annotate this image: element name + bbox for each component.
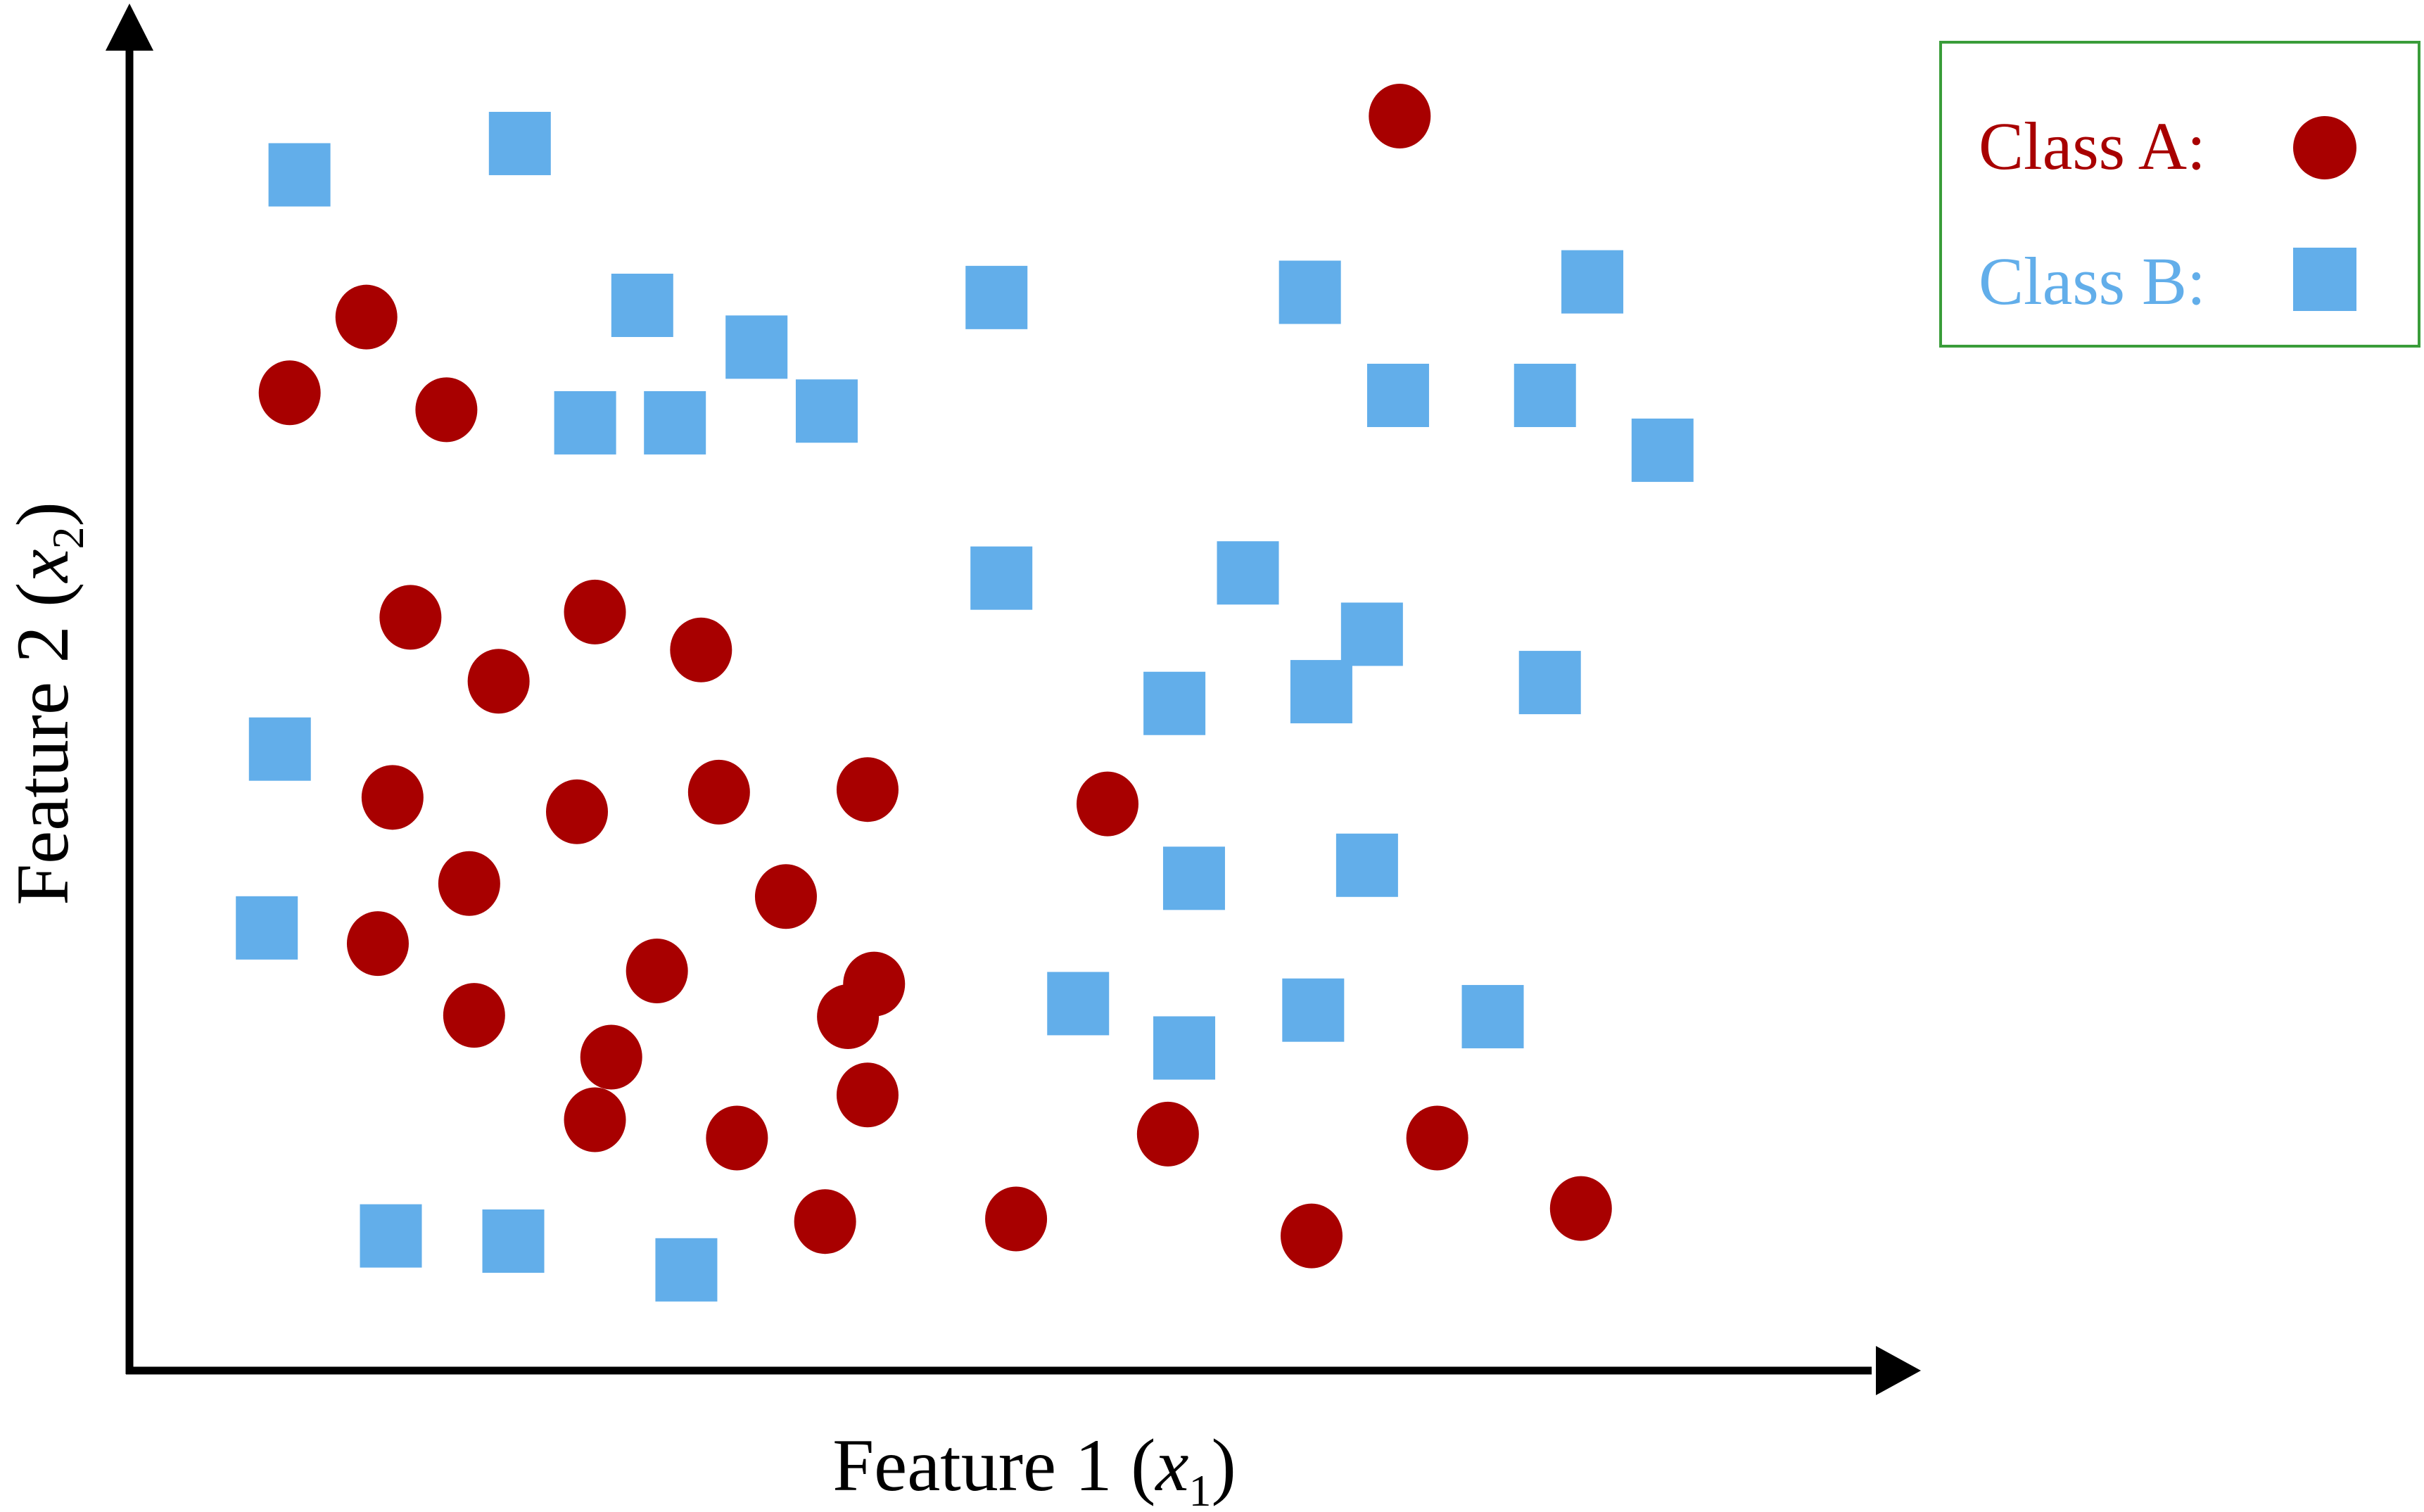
points-layer: [236, 84, 1694, 1302]
point-class-b-2: [488, 111, 551, 175]
point-class-b-14: [970, 546, 1033, 610]
point-class-a-26: [1406, 1105, 1468, 1171]
point-class-a-14: [438, 851, 500, 916]
point-class-b-29: [482, 1209, 545, 1273]
point-class-b-4: [725, 315, 788, 379]
y-axis-title: Feature 2 (x2): [1, 502, 93, 906]
point-class-a-20: [817, 984, 880, 1049]
point-class-a-1: [1369, 84, 1431, 149]
point-class-b-10: [795, 379, 858, 443]
point-class-b-13: [1631, 418, 1694, 482]
point-class-a-24: [706, 1105, 768, 1171]
point-class-a-11: [687, 759, 750, 825]
point-class-a-10: [546, 779, 608, 844]
point-class-a-13: [1077, 771, 1138, 837]
point-class-b-20: [248, 717, 311, 781]
point-class-b-1: [268, 143, 331, 207]
point-class-a-4: [415, 377, 478, 443]
point-class-a-7: [670, 617, 732, 682]
x-axis-title: Feature 1 (x1): [832, 1424, 1236, 1512]
point-class-a-27: [794, 1189, 856, 1254]
point-class-a-16: [346, 911, 409, 977]
point-class-a-8: [467, 649, 530, 714]
point-class-a-23: [564, 1087, 626, 1152]
point-class-b-27: [1153, 1016, 1216, 1080]
point-class-b-16: [1340, 602, 1403, 666]
point-class-a-17: [626, 939, 688, 1004]
point-class-b-15: [1217, 541, 1279, 605]
point-class-b-17: [1143, 671, 1206, 735]
point-class-b-25: [1282, 978, 1345, 1042]
point-class-a-3: [258, 360, 321, 426]
point-class-a-30: [1549, 1176, 1612, 1241]
point-class-b-30: [655, 1238, 718, 1302]
point-class-b-26: [1461, 984, 1524, 1048]
point-class-b-21: [1162, 846, 1225, 910]
point-class-b-28: [360, 1204, 422, 1268]
legend-square-icon: [2293, 248, 2356, 311]
point-class-b-3: [611, 273, 673, 337]
point-class-b-22: [1335, 833, 1398, 897]
point-class-a-28: [985, 1186, 1048, 1252]
point-class-a-21: [580, 1024, 642, 1090]
point-class-a-9: [361, 765, 424, 830]
point-class-b-23: [236, 896, 298, 960]
point-class-b-9: [644, 390, 706, 455]
point-class-a-22: [836, 1062, 899, 1128]
point-class-a-15: [754, 864, 817, 929]
legend-label-class-b: Class B:: [1979, 243, 2206, 319]
point-class-a-2: [335, 284, 398, 350]
point-class-b-19: [1518, 651, 1581, 715]
point-class-a-12: [836, 757, 899, 822]
point-class-a-5: [379, 585, 442, 650]
point-class-a-19: [443, 983, 505, 1048]
point-class-b-6: [1278, 260, 1341, 324]
point-class-a-6: [564, 579, 626, 644]
point-class-b-7: [1561, 250, 1624, 314]
point-class-b-11: [1366, 363, 1429, 427]
point-class-b-12: [1514, 363, 1576, 427]
y-axis-arrowhead: [106, 4, 153, 51]
legend-label-class-a: Class A:: [1979, 108, 2206, 184]
point-class-b-18: [1290, 660, 1352, 724]
point-class-a-25: [1136, 1101, 1199, 1167]
legend: Class A: Class B:: [1939, 41, 2420, 348]
x-axis-arrowhead: [1876, 1346, 1921, 1395]
point-class-a-29: [1281, 1203, 1343, 1269]
point-class-b-8: [554, 390, 616, 455]
point-class-b-24: [1047, 972, 1110, 1036]
legend-circle-icon: [2293, 116, 2356, 179]
point-class-b-5: [965, 265, 1028, 329]
